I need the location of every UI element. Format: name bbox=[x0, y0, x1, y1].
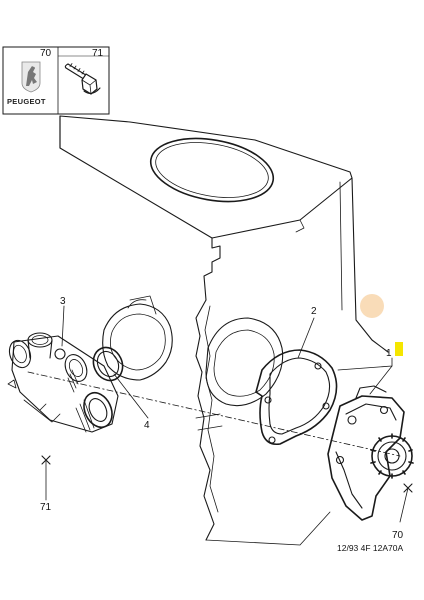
lion-logo-icon bbox=[21, 61, 41, 93]
thermostat-gasket bbox=[92, 346, 124, 382]
callout-4: 4 bbox=[144, 420, 150, 431]
water-outlet-housing bbox=[7, 332, 119, 433]
callout-71: 71 bbox=[40, 502, 52, 513]
brand-label: PEUGEOT bbox=[7, 97, 46, 106]
water-pump bbox=[327, 385, 414, 521]
thermostat-housing-outline bbox=[102, 295, 173, 381]
callout-1: 1 bbox=[386, 348, 392, 359]
bolt-icon bbox=[64, 63, 101, 95]
header-box: 70 71 PEUGEOT bbox=[2, 46, 110, 115]
highlight-marker bbox=[395, 342, 403, 356]
cross-marker-71 bbox=[41, 455, 51, 465]
orange-dot bbox=[360, 294, 384, 318]
water-pump-gasket bbox=[255, 349, 338, 446]
drawing-reference: 12/93 4F 12A70A bbox=[337, 543, 403, 553]
cross-marker-70 bbox=[403, 483, 413, 493]
header-part-number-left: 70 bbox=[40, 48, 52, 59]
assembly-axis-line bbox=[27, 371, 401, 457]
header-part-number-right: 71 bbox=[92, 48, 104, 59]
engine-block bbox=[59, 115, 389, 546]
pump-sprocket-icon bbox=[370, 433, 414, 479]
callout-2: 2 bbox=[311, 306, 317, 317]
callout-3: 3 bbox=[60, 296, 66, 307]
leader-lines bbox=[45, 305, 409, 523]
callout-70: 70 bbox=[392, 530, 404, 541]
